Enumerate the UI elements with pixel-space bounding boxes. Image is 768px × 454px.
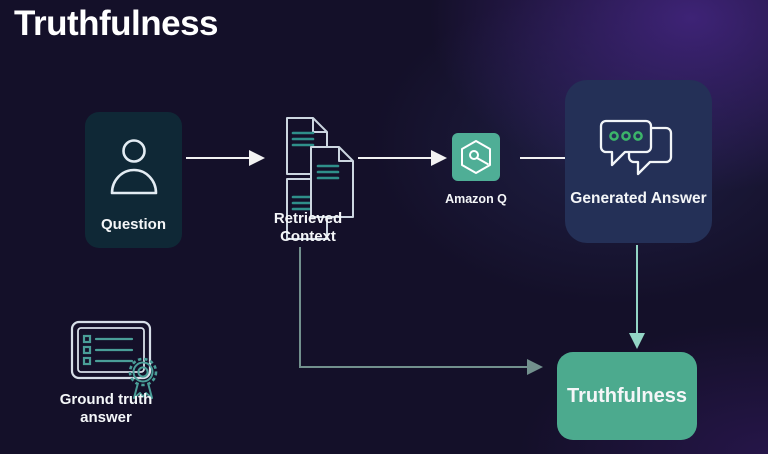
truthfulness-label: Truthfulness (566, 384, 687, 407)
retrieved-context-label: Retrieved Context (273, 210, 343, 246)
person-icon (110, 139, 157, 195)
connector-context-to-truthfulness (299, 247, 543, 375)
chat-bubbles-icon (599, 119, 673, 176)
amazon-q-hexagon-icon (461, 140, 491, 174)
amazon-q-label: Amazon Q (445, 192, 507, 206)
ground-truth-label: Ground truth answer (59, 391, 153, 427)
page-title: Truthfulness (14, 4, 219, 43)
node-generated-answer: Generated Answer (565, 80, 712, 243)
node-truthfulness: Truthfulness (557, 352, 697, 440)
generated-answer-label: Generated Answer (570, 190, 707, 207)
question-label: Question (100, 215, 166, 233)
amazon-q-icon (452, 133, 500, 181)
certificate-icon (70, 320, 158, 399)
node-question: Question (85, 112, 182, 248)
documents-icon (286, 117, 354, 240)
